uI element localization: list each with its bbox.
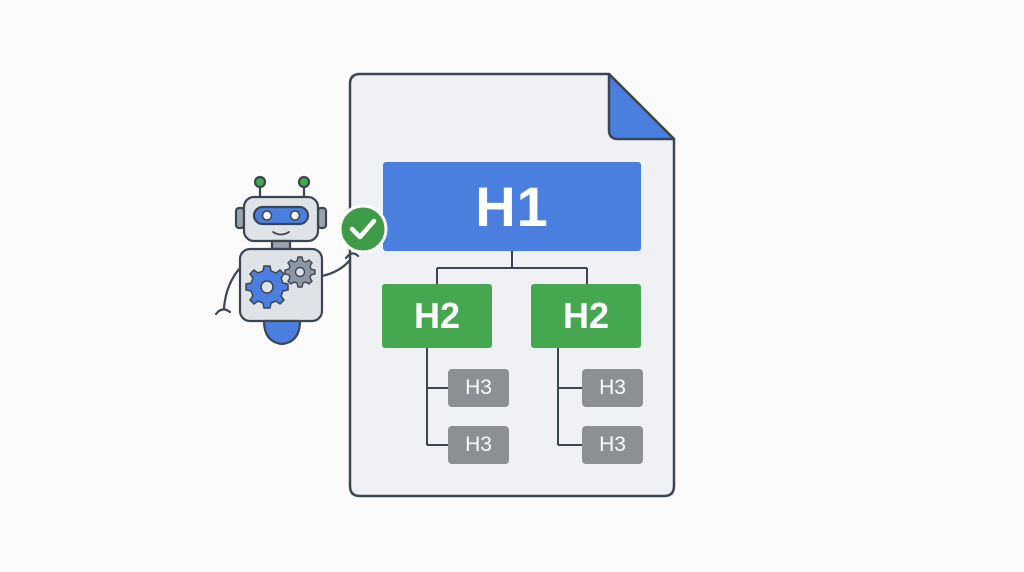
antenna-light bbox=[253, 175, 267, 189]
gear-icon bbox=[245, 265, 289, 309]
h3-heading-block: H3 bbox=[582, 369, 643, 407]
h3-heading-block: H3 bbox=[448, 426, 509, 464]
robot-icon bbox=[214, 175, 388, 346]
h3-heading-block: H3 bbox=[448, 369, 509, 407]
antenna-light bbox=[297, 175, 311, 189]
h3-heading-block: H3 bbox=[582, 426, 643, 464]
gear-icon bbox=[284, 256, 316, 288]
folded-corner bbox=[607, 72, 676, 141]
h1-heading-block: H1 bbox=[383, 162, 641, 251]
tree-connectors bbox=[426, 251, 588, 446]
h2-heading-block: H2 bbox=[531, 284, 641, 348]
checkmark-icon bbox=[338, 204, 388, 254]
robot-base bbox=[262, 319, 302, 346]
h2-heading-block: H2 bbox=[382, 284, 492, 348]
